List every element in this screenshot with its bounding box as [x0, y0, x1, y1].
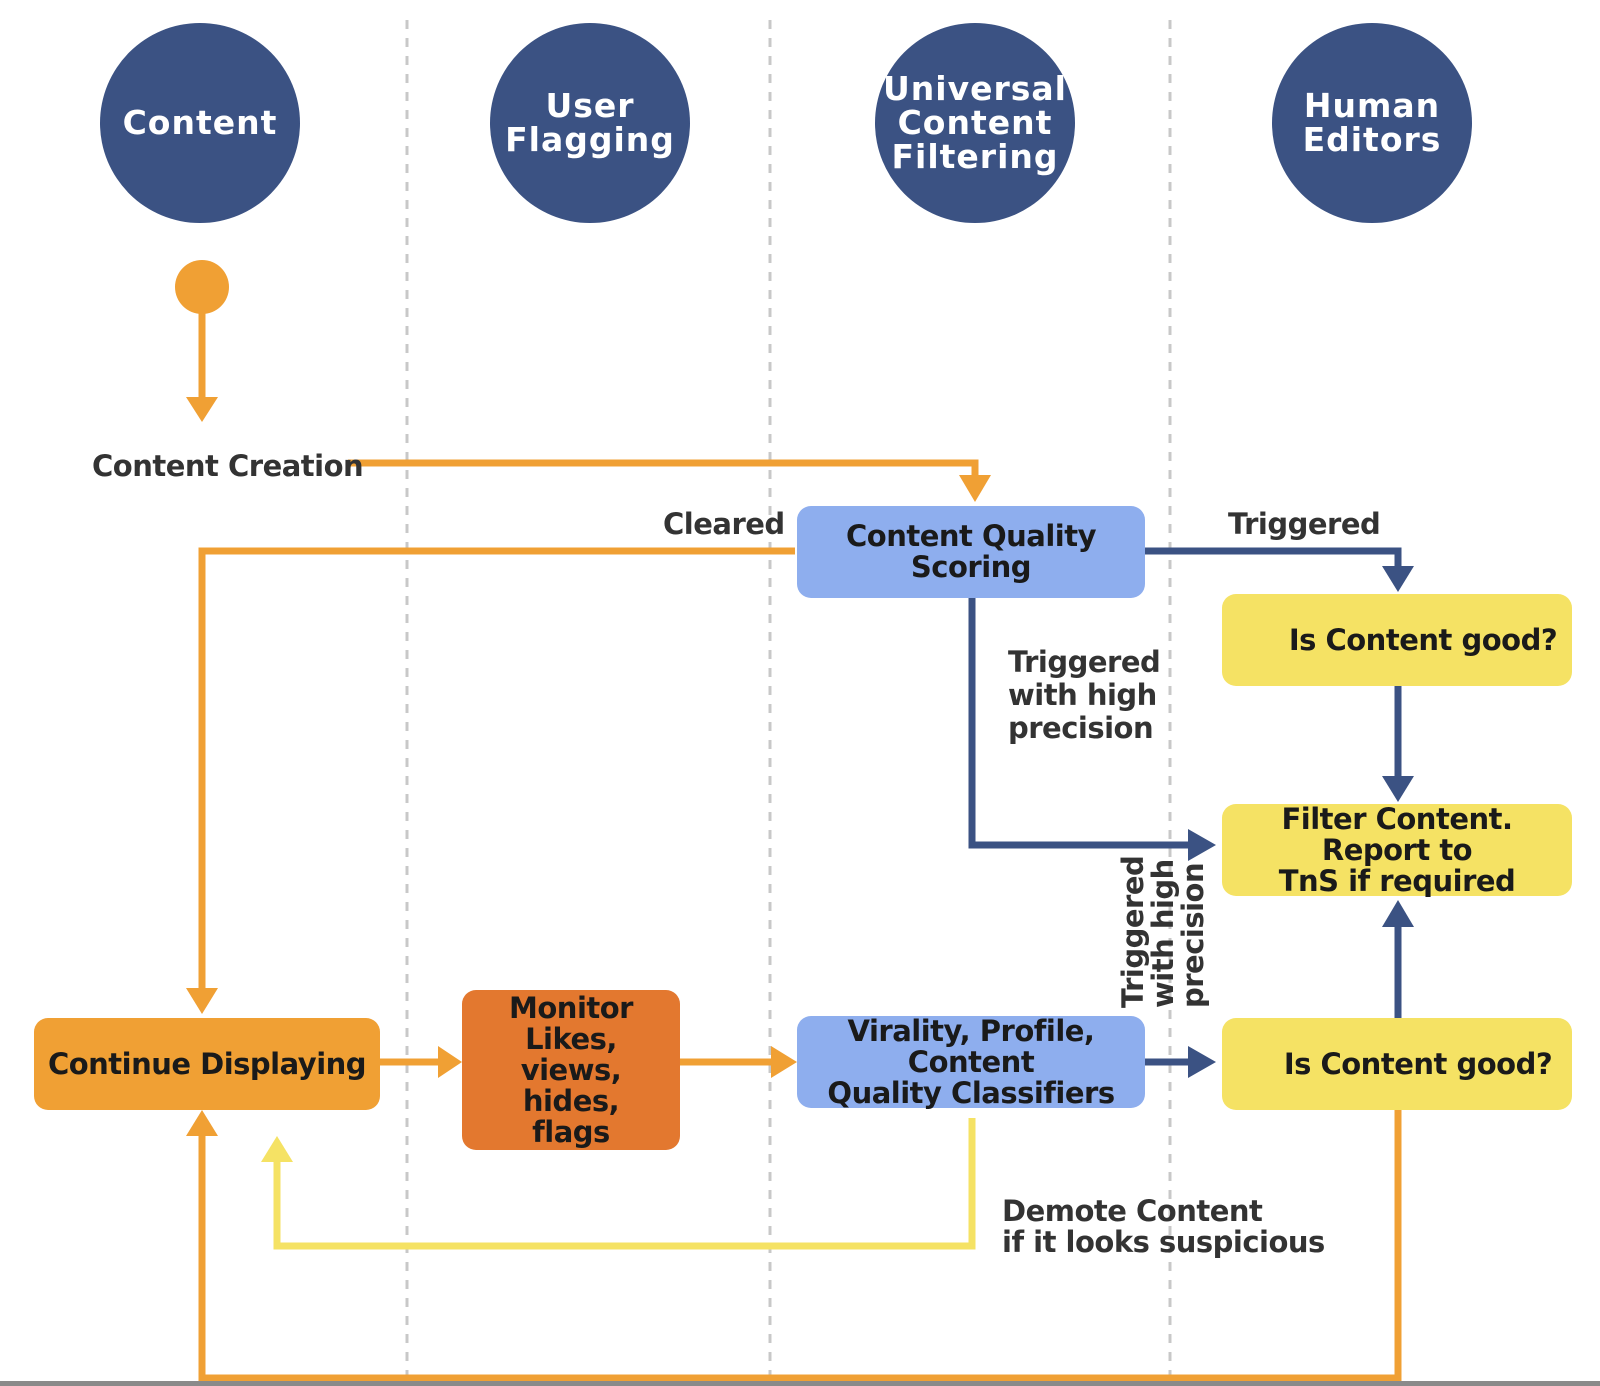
arrowhead-classifiers [771, 1046, 797, 1078]
arrow-creation-to-scoring [348, 459, 979, 478]
arrowhead-start [186, 397, 218, 422]
arrowhead-scoring [959, 475, 991, 502]
node-is-content-good-top: Is Content good? [1222, 594, 1572, 686]
start-node [175, 260, 229, 314]
node-monitor: Monitor Likes, views, hides, flags [462, 990, 680, 1150]
lane-user-flagging: User Flagging [490, 23, 690, 223]
arrowhead-filter-top [1382, 776, 1414, 802]
node-content-quality-scoring: Content Quality Scoring [797, 506, 1145, 598]
arrow-demote [273, 1118, 976, 1250]
label-triggered-high-precision: Triggered with high precision [1008, 645, 1161, 745]
label-triggered-high-precision-vertical: Triggered with high precision [1116, 855, 1210, 1008]
node-classifiers: Virality, Profile, Content Quality Class… [797, 1015, 1145, 1108]
arrowhead-monitor [438, 1046, 462, 1078]
lane-universal-content-filtering: Universal Content Filtering [875, 23, 1075, 223]
arrowhead-good-bottom [1188, 1046, 1216, 1078]
arrow-high-precision [968, 596, 1190, 849]
label-demote: Demote Content if it looks suspicious [1002, 1194, 1325, 1259]
lane-human-editors: Human Editors [1272, 23, 1472, 223]
lane-content: Content [100, 23, 300, 223]
label-triggered: Triggered [1228, 507, 1381, 541]
node-is-content-good-bottom: Is Content good? [1222, 1018, 1572, 1110]
label-cleared: Cleared [663, 507, 785, 541]
arrowhead-filter-bottom [1382, 900, 1414, 927]
arrowhead-high-precision [1188, 829, 1216, 861]
bottom-border [0, 1381, 1600, 1386]
arrow-triggered [1145, 547, 1402, 568]
arrowhead-display [186, 1110, 218, 1136]
arrow-cleared [198, 547, 795, 990]
node-content-creation: Content Creation [92, 449, 364, 483]
arrow-good-to-display [198, 1108, 1402, 1382]
arrowhead-triggered [1382, 566, 1414, 592]
arrowhead-demote [261, 1136, 293, 1162]
node-continue-displaying: Continue Displaying [34, 1018, 380, 1110]
node-filter-content: Filter Content. Report to TnS if require… [1222, 803, 1572, 896]
arrowhead-cleared [186, 988, 218, 1014]
